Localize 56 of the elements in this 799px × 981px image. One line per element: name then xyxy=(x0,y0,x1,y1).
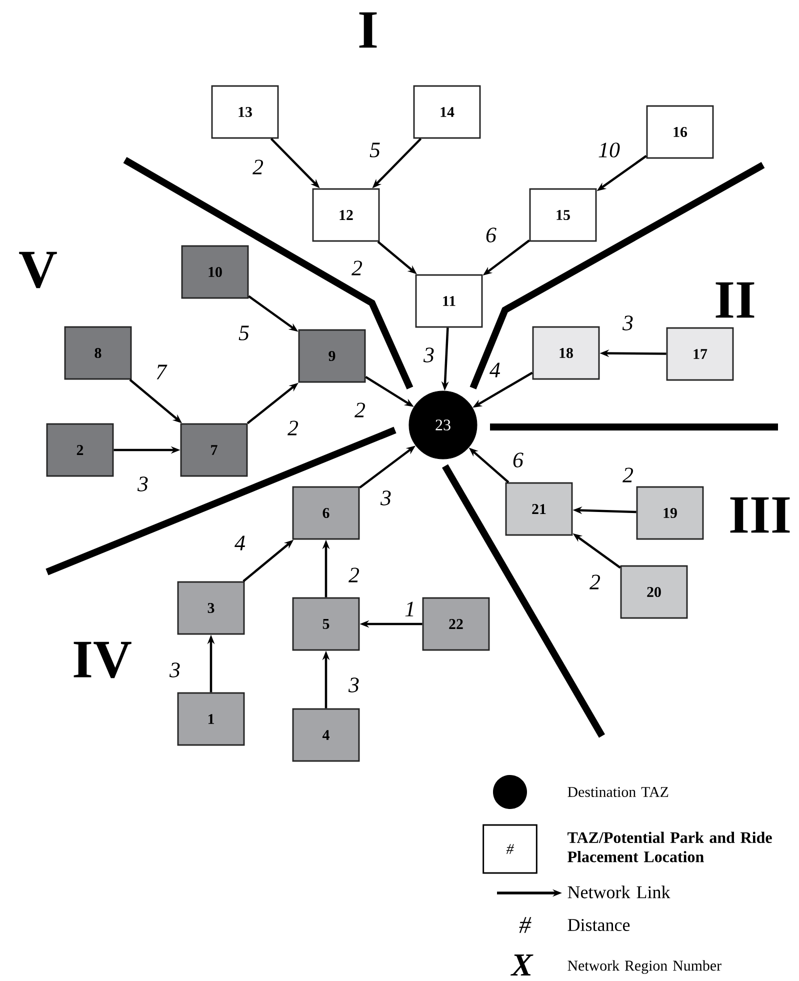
edge-label: 6 xyxy=(484,226,498,244)
edge-label: 2 xyxy=(621,466,635,484)
taz-box: 20 xyxy=(620,565,688,619)
edge-label: 5 xyxy=(237,324,251,342)
taz-box: 10 xyxy=(181,245,249,299)
edge-label: 2 xyxy=(286,419,300,437)
taz-box: 6 xyxy=(292,486,360,540)
region-number: III xyxy=(730,497,790,533)
taz-box: 5 xyxy=(292,597,360,651)
edge-label: 3 xyxy=(136,475,150,493)
edge-label: 3 xyxy=(347,676,361,694)
taz-box: 8 xyxy=(64,326,132,380)
legend-text: Network Region Number xyxy=(568,960,722,974)
taz-box: 3 xyxy=(177,581,245,635)
edge-label: 1 xyxy=(403,600,417,618)
taz-box: 21 xyxy=(505,482,573,536)
edge-label: 5 xyxy=(368,141,382,159)
legend-text: Distance xyxy=(568,918,630,932)
region-number: V xyxy=(19,252,57,288)
taz-box: 15 xyxy=(529,188,597,242)
edge-label: 3 xyxy=(621,314,635,332)
taz-box: 18 xyxy=(532,326,600,380)
taz-box: 16 xyxy=(646,105,714,159)
edge-label: 2 xyxy=(588,573,602,591)
taz-box: 11 xyxy=(415,274,483,328)
taz-box: 12 xyxy=(312,188,380,242)
edge-label: 2 xyxy=(353,401,367,419)
legend-text: Destination TAZ xyxy=(568,786,668,798)
taz-box: 9 xyxy=(298,329,366,383)
taz-box: 19 xyxy=(636,486,704,540)
edge-label: 3 xyxy=(422,346,436,364)
edge-label: 4 xyxy=(233,534,247,552)
region-number: IV xyxy=(74,642,132,678)
edge-label: 10 xyxy=(596,141,622,159)
taz-box: 7 xyxy=(180,423,248,477)
region-symbol: X xyxy=(510,954,534,976)
edge-label: 2 xyxy=(347,566,361,584)
taz-box: 4 xyxy=(292,708,360,762)
taz-box: 14 xyxy=(413,85,481,139)
region-number: II xyxy=(716,282,754,318)
taz-box: 1 xyxy=(177,692,245,746)
edge-label: 6 xyxy=(511,451,525,469)
legend-text: TAZ/Potential Park and Ride Placement Location xyxy=(568,832,772,862)
taz-box: 17 xyxy=(666,327,734,381)
edge-label: 4 xyxy=(488,361,502,379)
legend-text: Network Link xyxy=(568,886,670,898)
edge-label: 7 xyxy=(154,363,168,381)
edge-label: 2 xyxy=(350,259,364,277)
distance-symbol: # xyxy=(519,917,532,933)
edge-label: 2 xyxy=(251,158,265,176)
edge-label: 3 xyxy=(168,661,182,679)
edge-label: 3 xyxy=(379,489,393,507)
taz-box: 13 xyxy=(211,85,279,139)
taz-box: 22 xyxy=(422,597,490,651)
taz-box: 2 xyxy=(46,423,114,477)
region-number: I xyxy=(359,12,377,48)
